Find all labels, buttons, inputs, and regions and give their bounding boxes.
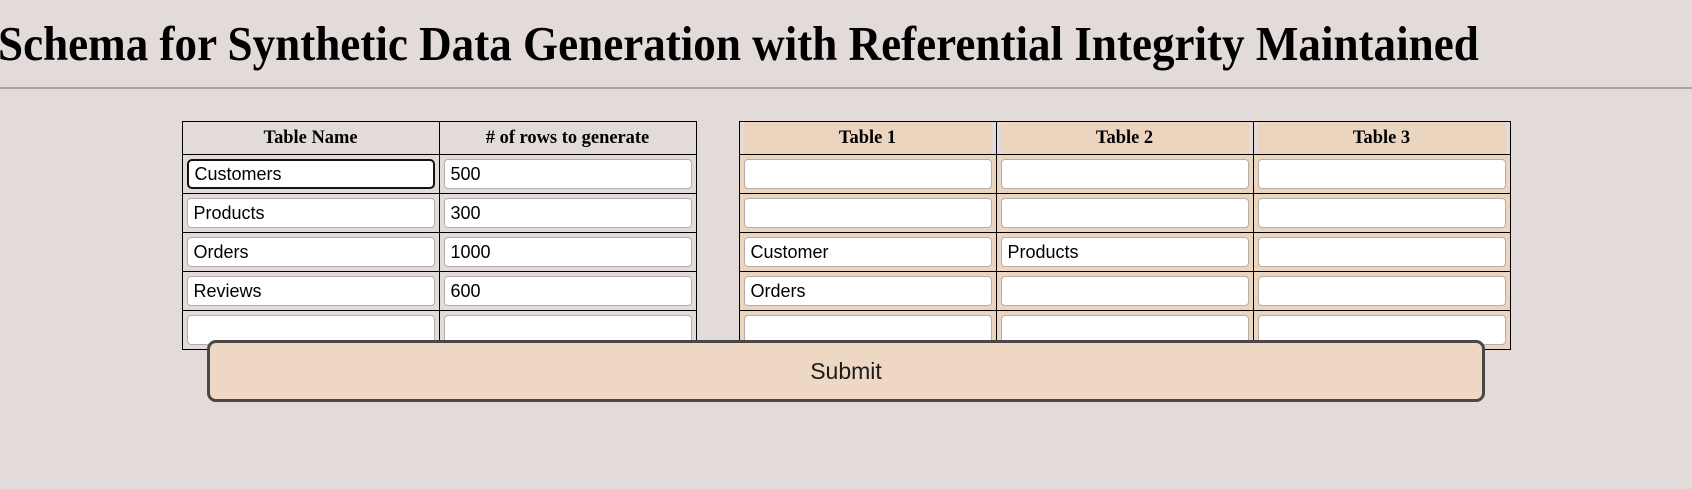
relation-table2-input-1[interactable] [1000, 198, 1249, 228]
schema-row-count-input-2[interactable] [443, 237, 692, 267]
cell-table-1 [738, 193, 997, 233]
cell-row-count [438, 193, 697, 233]
relation-table1-input-1[interactable] [743, 198, 992, 228]
cell-table-2 [995, 193, 1254, 233]
cell-table-1 [738, 154, 997, 194]
relation-table3-input-0[interactable] [1257, 159, 1506, 189]
cell-row-count [438, 232, 697, 272]
column-header-table-2: Table 2 [999, 121, 1250, 155]
relation-table2-input-0[interactable] [1000, 159, 1249, 189]
page-title: Schema for Synthetic Data Generation wit… [0, 16, 1479, 71]
relation-table2-input-2[interactable] [1000, 237, 1249, 267]
relation-table3-input-2[interactable] [1257, 237, 1506, 267]
relation-table1-input-3[interactable] [743, 276, 992, 306]
schema-row-count-input-0[interactable] [443, 159, 692, 189]
schema-table-name-input-3[interactable] [186, 276, 435, 306]
table-row [738, 232, 1511, 272]
schema-header-row: Table Name # of rows to generate [182, 121, 696, 155]
schema-table-name-input-1[interactable] [186, 198, 435, 228]
relations-header-row: Table 1 Table 2 Table 3 [739, 121, 1510, 155]
cell-row-count [438, 271, 697, 311]
submit-row: Submit [0, 340, 1692, 402]
relation-table2-input-3[interactable] [1000, 276, 1249, 306]
cell-table-3 [1252, 154, 1511, 194]
table-row [181, 154, 697, 194]
column-header-table-3: Table 3 [1256, 121, 1507, 155]
cell-table-1 [738, 271, 997, 311]
schema-table-name-input-2[interactable] [186, 237, 435, 267]
cell-table-3 [1252, 193, 1511, 233]
tables-row: Table Name # of rows to generate [0, 121, 1692, 350]
page-header: Schema for Synthetic Data Generation wit… [0, 0, 1692, 89]
relation-table3-input-3[interactable] [1257, 276, 1506, 306]
column-header-row-count: # of rows to generate [442, 121, 693, 155]
referential-relations-table: Table 1 Table 2 Table 3 [738, 121, 1511, 350]
schema-row-count-input-3[interactable] [443, 276, 692, 306]
relation-table1-input-2[interactable] [743, 237, 992, 267]
cell-table-name [181, 154, 440, 194]
cell-table-3 [1252, 232, 1511, 272]
cell-table-2 [995, 271, 1254, 311]
table-row [738, 193, 1511, 233]
column-header-table-name: Table Name [185, 121, 436, 155]
column-header-table-1: Table 1 [742, 121, 993, 155]
schema-row-count-input-1[interactable] [443, 198, 692, 228]
table-row [181, 271, 697, 311]
table-row [738, 271, 1511, 311]
cell-table-name [181, 232, 440, 272]
relation-table1-input-0[interactable] [743, 159, 992, 189]
cell-table-name [181, 193, 440, 233]
schema-definition-table: Table Name # of rows to generate [181, 121, 697, 350]
cell-table-2 [995, 154, 1254, 194]
cell-row-count [438, 154, 697, 194]
main-content: Table Name # of rows to generate [0, 89, 1692, 489]
schema-table-name-input-0[interactable] [186, 159, 435, 189]
cell-table-3 [1252, 271, 1511, 311]
submit-button[interactable]: Submit [207, 340, 1485, 402]
cell-table-1 [738, 232, 997, 272]
cell-table-name [181, 271, 440, 311]
relation-table3-input-1[interactable] [1257, 198, 1506, 228]
table-row [738, 154, 1511, 194]
table-row [181, 193, 697, 233]
table-row [181, 232, 697, 272]
cell-table-2 [995, 232, 1254, 272]
